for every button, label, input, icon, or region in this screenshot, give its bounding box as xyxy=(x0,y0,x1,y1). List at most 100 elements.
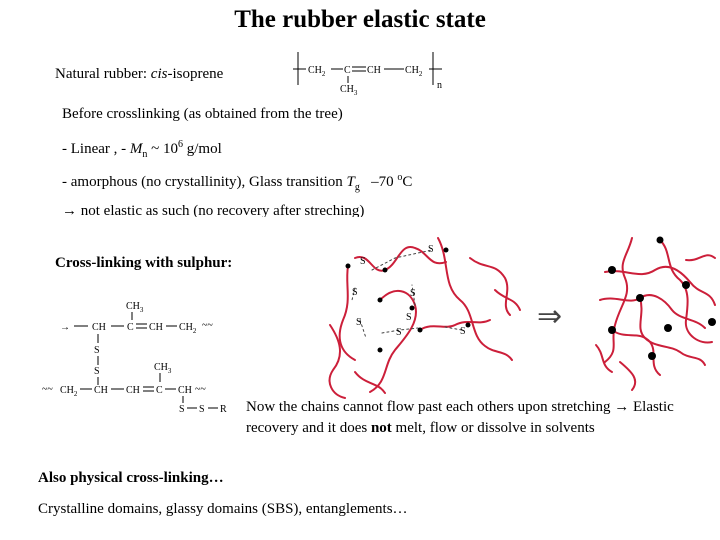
crosslink-bridge xyxy=(359,319,367,339)
polymer-chain xyxy=(419,319,491,331)
crosslink-node xyxy=(708,318,716,326)
line2-sub: n xyxy=(142,149,148,160)
polymer-chain xyxy=(338,265,356,361)
transform-arrow-icon: ⇒ xyxy=(537,299,562,334)
crosslink-node xyxy=(648,352,656,360)
svg-text:CH2: CH2 xyxy=(60,385,78,398)
crosslink-node xyxy=(656,236,664,244)
crosslink-node xyxy=(377,347,383,353)
line2-mid: ~ 10 xyxy=(147,141,179,157)
crosslinked-network-right xyxy=(595,237,716,391)
sulphur-crosslink-structure: CH3 → CH C CH CH2 ~~ S S CH3 ~~ CH2 CH C… xyxy=(42,301,227,415)
line2-prefix: - Linear , - xyxy=(62,141,130,157)
polymer-chain xyxy=(469,257,511,316)
crosslink-node xyxy=(382,267,388,273)
line3-unit: C xyxy=(402,174,413,190)
before-line-4: → not elastic as such (no recovery after… xyxy=(62,203,364,217)
svg-text:CH: CH xyxy=(149,322,163,333)
crosslink-node xyxy=(682,281,690,289)
line4-text: not elastic as such (no recovery after s… xyxy=(77,203,365,217)
svg-text:S: S xyxy=(356,317,362,328)
line2-sup: 6 xyxy=(178,139,184,150)
line3-prefix: - amorphous (no crystallinity), Glass tr… xyxy=(62,174,347,190)
before-line-3: - amorphous (no crystallinity), Glass tr… xyxy=(62,172,412,193)
svg-text:S: S xyxy=(460,326,466,337)
crosslink-description: Now the chains cannot flow past each oth… xyxy=(246,397,716,439)
crosslinked-network-left xyxy=(328,237,521,399)
svg-text:→: → xyxy=(60,322,70,333)
svg-text:S: S xyxy=(179,404,185,415)
polymer-chain xyxy=(639,297,706,366)
svg-text:~~: ~~ xyxy=(202,320,213,331)
desc-part3: melt, flow or dissolve in solvents xyxy=(391,420,595,436)
svg-text:CH: CH xyxy=(126,385,140,396)
polymer-chain xyxy=(599,294,706,329)
svg-text:CH2: CH2 xyxy=(405,65,423,78)
svg-text:S: S xyxy=(406,312,412,323)
svg-text:CH: CH xyxy=(92,322,106,333)
natural-rubber-prefix: Natural rubber: xyxy=(55,66,151,82)
svg-text:n: n xyxy=(437,80,442,91)
svg-text:CH: CH xyxy=(367,65,381,76)
svg-text:S: S xyxy=(199,404,205,415)
line2-M: M xyxy=(129,141,143,157)
svg-text:C: C xyxy=(344,65,351,76)
polymer-chain xyxy=(494,289,521,311)
crosslink-node xyxy=(608,266,616,274)
svg-text:C: C xyxy=(127,322,134,333)
svg-text:R: R xyxy=(220,404,227,415)
crosslink-node xyxy=(636,294,644,302)
desc-arrow-icon: → xyxy=(614,399,630,415)
crosslink-bridge xyxy=(371,249,433,271)
svg-text:CH3: CH3 xyxy=(154,362,172,375)
svg-text:S: S xyxy=(410,288,416,299)
line2-unit: g/mol xyxy=(183,141,222,157)
before-line-2: - Linear , - Mn ~ 106 g/mol xyxy=(62,139,222,160)
crosslink-node xyxy=(409,305,415,311)
desc-part1: Now the chains cannot flow past each oth… xyxy=(246,399,615,415)
crosslink-node xyxy=(443,247,449,253)
line3-value: –70 xyxy=(359,174,398,190)
crosslink-title: Cross-linking with sulphur: xyxy=(55,255,233,271)
svg-text:CH: CH xyxy=(178,385,192,396)
svg-text:CH: CH xyxy=(94,385,108,396)
polymer-chain xyxy=(354,371,386,394)
natural-rubber-label: Natural rubber: cis-isoprene xyxy=(55,66,223,83)
domain-list: Crystalline domains, glassy domains (SBS… xyxy=(38,501,408,517)
svg-text:S: S xyxy=(396,327,402,338)
also-physical-crosslinking: Also physical cross-linking… xyxy=(38,470,224,486)
crosslink-nodes-left xyxy=(345,247,471,353)
sulphur-labels: S S S S S S S S xyxy=(352,244,466,338)
natural-rubber-cis: cis xyxy=(150,66,168,82)
crosslink-nodes-right xyxy=(608,236,716,360)
svg-text:S: S xyxy=(428,244,434,255)
svg-text:~~: ~~ xyxy=(195,384,206,395)
polymer-chain xyxy=(619,361,637,391)
svg-text:S: S xyxy=(360,256,366,267)
svg-text:C: C xyxy=(156,385,163,396)
polymer-chain xyxy=(604,265,716,306)
crosslink-bridge xyxy=(351,287,356,301)
crosslink-node xyxy=(608,326,616,334)
crosslink-node xyxy=(465,322,471,328)
polymer-chain xyxy=(437,237,513,361)
polymer-chain xyxy=(685,254,716,262)
desc-part2: Elastic recovery and it does xyxy=(246,399,674,436)
right-arrow-icon: → xyxy=(62,203,77,217)
svg-text:CH3: CH3 xyxy=(126,301,144,314)
natural-rubber-suffix: -isoprene xyxy=(167,66,224,82)
desc-bold-not: not xyxy=(370,420,392,436)
polymer-chain xyxy=(595,344,613,373)
crosslink-node xyxy=(417,327,423,333)
crosslink-node xyxy=(377,297,383,303)
crosslink-bridge xyxy=(381,327,419,334)
polymer-chain xyxy=(328,324,346,399)
crosslink-node xyxy=(664,324,672,332)
crosslink-bridge xyxy=(411,284,416,306)
svg-text:CH2: CH2 xyxy=(179,322,197,335)
svg-text:CH2: CH2 xyxy=(308,65,326,78)
isoprene-structure: CH2 C CH CH2 CH3 n xyxy=(293,52,442,97)
crosslink-node xyxy=(345,263,351,269)
svg-text:S: S xyxy=(352,287,358,298)
